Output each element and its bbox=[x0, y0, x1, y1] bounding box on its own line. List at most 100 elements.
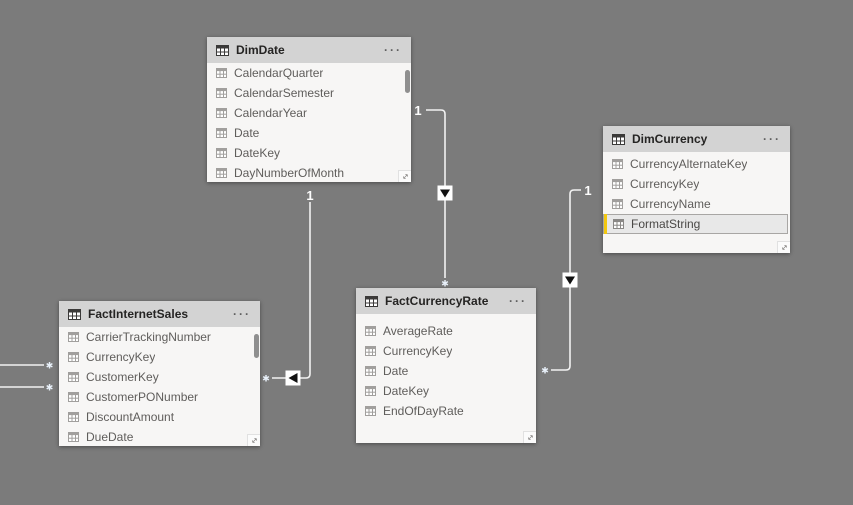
cardinality-many-label: ✱ bbox=[541, 366, 549, 376]
field-icon bbox=[216, 68, 227, 78]
relationship-line[interactable] bbox=[426, 109, 446, 278]
field-row[interactable]: CalendarSemester bbox=[207, 83, 411, 103]
cardinality-many-label: ✱ bbox=[262, 374, 270, 384]
field-row[interactable]: CurrencyKey bbox=[356, 341, 536, 361]
table-header[interactable]: FactCurrencyRate ··· bbox=[356, 288, 536, 314]
field-row[interactable]: CurrencyKey bbox=[59, 347, 260, 367]
field-icon bbox=[365, 386, 376, 396]
relationship-line[interactable] bbox=[272, 202, 311, 379]
more-options-icon[interactable]: ··· bbox=[509, 294, 527, 308]
field-row[interactable]: CurrencyAlternateKey bbox=[603, 154, 790, 174]
table-title: FactCurrencyRate bbox=[385, 294, 489, 308]
field-icon bbox=[365, 326, 376, 336]
field-row-selected[interactable]: FormatString bbox=[603, 214, 788, 234]
table-header[interactable]: FactInternetSales ··· bbox=[59, 301, 260, 327]
cardinality-one-label: 1 bbox=[306, 188, 313, 203]
field-row[interactable]: DateKey bbox=[207, 143, 411, 163]
more-options-icon[interactable]: ··· bbox=[384, 43, 402, 57]
field-label: EndOfDayRate bbox=[383, 404, 464, 418]
field-label: CustomerKey bbox=[86, 370, 159, 384]
arrow-down-icon bbox=[565, 276, 575, 285]
more-options-icon[interactable]: ··· bbox=[233, 307, 251, 321]
field-row[interactable]: CustomerPONumber bbox=[59, 387, 260, 407]
field-row[interactable]: DateKey bbox=[356, 381, 536, 401]
cardinality-one-label: 1 bbox=[414, 103, 421, 118]
arrow-left-icon bbox=[288, 373, 298, 383]
field-label: CustomerPONumber bbox=[86, 390, 199, 404]
field-label: CalendarYear bbox=[234, 106, 307, 120]
field-icon bbox=[216, 108, 227, 118]
table-icon bbox=[612, 133, 625, 145]
field-row[interactable]: AverageRate bbox=[356, 321, 536, 341]
field-icon bbox=[612, 199, 623, 209]
field-row[interactable]: CustomerKey bbox=[59, 367, 260, 387]
table-card-factinternetsales[interactable]: FactInternetSales ··· CarrierTrackingNum… bbox=[59, 301, 260, 446]
relationship-offscreen-b: ✱ bbox=[0, 383, 53, 393]
field-row[interactable]: EndOfDayRate bbox=[356, 401, 536, 421]
relationship-dimdate-factinternetsales: 1 ✱ bbox=[262, 188, 314, 386]
table-header[interactable]: DimCurrency ··· bbox=[603, 126, 790, 152]
field-icon bbox=[365, 346, 376, 356]
table-field-list: CalendarQuarter CalendarSemester Calenda… bbox=[207, 63, 411, 182]
table-icon bbox=[365, 295, 378, 307]
resize-handle[interactable] bbox=[523, 431, 536, 443]
field-icon bbox=[612, 179, 623, 189]
table-title: DimDate bbox=[236, 43, 285, 57]
field-row[interactable]: Date bbox=[356, 361, 536, 381]
resize-handle[interactable] bbox=[398, 170, 411, 182]
resize-handle[interactable] bbox=[247, 434, 260, 446]
table-card-dimdate[interactable]: DimDate ··· CalendarQuarter CalendarSeme… bbox=[207, 37, 411, 182]
field-row[interactable]: CalendarQuarter bbox=[207, 63, 411, 83]
field-label: AverageRate bbox=[383, 324, 453, 338]
field-icon bbox=[216, 168, 227, 178]
table-title: DimCurrency bbox=[632, 132, 708, 146]
field-row[interactable]: DiscountAmount bbox=[59, 407, 260, 427]
scrollbar-thumb[interactable] bbox=[254, 334, 259, 358]
field-label: CurrencyKey bbox=[383, 344, 453, 358]
field-row[interactable]: CurrencyKey bbox=[603, 174, 790, 194]
field-label: CurrencyKey bbox=[630, 177, 700, 191]
field-row[interactable]: Date bbox=[207, 123, 411, 143]
field-icon bbox=[613, 219, 624, 229]
table-icon bbox=[216, 44, 229, 56]
arrow-down-icon bbox=[440, 189, 450, 198]
relationship-dimdate-factcurrencyrate: 1 ✱ bbox=[414, 103, 453, 289]
table-header[interactable]: DimDate ··· bbox=[207, 37, 411, 63]
resize-handle[interactable] bbox=[777, 241, 790, 253]
field-label: CalendarQuarter bbox=[234, 66, 324, 80]
table-card-factcurrencyrate[interactable]: FactCurrencyRate ··· AverageRate Currenc… bbox=[356, 288, 536, 443]
field-row[interactable]: CurrencyName bbox=[603, 194, 790, 214]
table-field-list: CarrierTrackingNumber CurrencyKey Custom… bbox=[59, 327, 260, 446]
field-row[interactable]: CarrierTrackingNumber bbox=[59, 327, 260, 347]
field-label: CarrierTrackingNumber bbox=[86, 330, 211, 344]
cardinality-many-label: ✱ bbox=[46, 383, 54, 393]
cardinality-one-label: 1 bbox=[584, 183, 591, 198]
field-icon bbox=[68, 352, 79, 362]
more-options-icon[interactable]: ··· bbox=[763, 132, 781, 146]
field-label: CurrencyName bbox=[630, 197, 711, 211]
field-icon bbox=[216, 128, 227, 138]
field-label: DiscountAmount bbox=[86, 410, 175, 424]
field-label: Date bbox=[383, 364, 409, 378]
field-icon bbox=[612, 159, 623, 169]
field-row[interactable]: DayNumberOfMonth bbox=[207, 163, 411, 182]
field-label: Date bbox=[234, 126, 260, 140]
field-label: DateKey bbox=[234, 146, 281, 160]
field-row[interactable]: DueDate bbox=[59, 427, 260, 446]
table-card-dimcurrency[interactable]: DimCurrency ··· CurrencyAlternateKey Cur… bbox=[603, 126, 790, 253]
field-label: CalendarSemester bbox=[234, 86, 335, 100]
cardinality-many-label: ✱ bbox=[46, 361, 54, 371]
field-label: DateKey bbox=[383, 384, 430, 398]
field-label: FormatString bbox=[631, 217, 701, 231]
relationship-dimcurrency-factcurrencyrate: 1 ✱ bbox=[541, 183, 591, 376]
field-icon bbox=[216, 148, 227, 158]
field-icon bbox=[68, 372, 79, 382]
field-row[interactable]: CalendarYear bbox=[207, 103, 411, 123]
selection-indicator-bar bbox=[604, 214, 607, 234]
field-label: CurrencyKey bbox=[86, 350, 156, 364]
field-label: CurrencyAlternateKey bbox=[630, 157, 748, 171]
field-icon bbox=[216, 88, 227, 98]
scrollbar-thumb[interactable] bbox=[405, 70, 410, 93]
